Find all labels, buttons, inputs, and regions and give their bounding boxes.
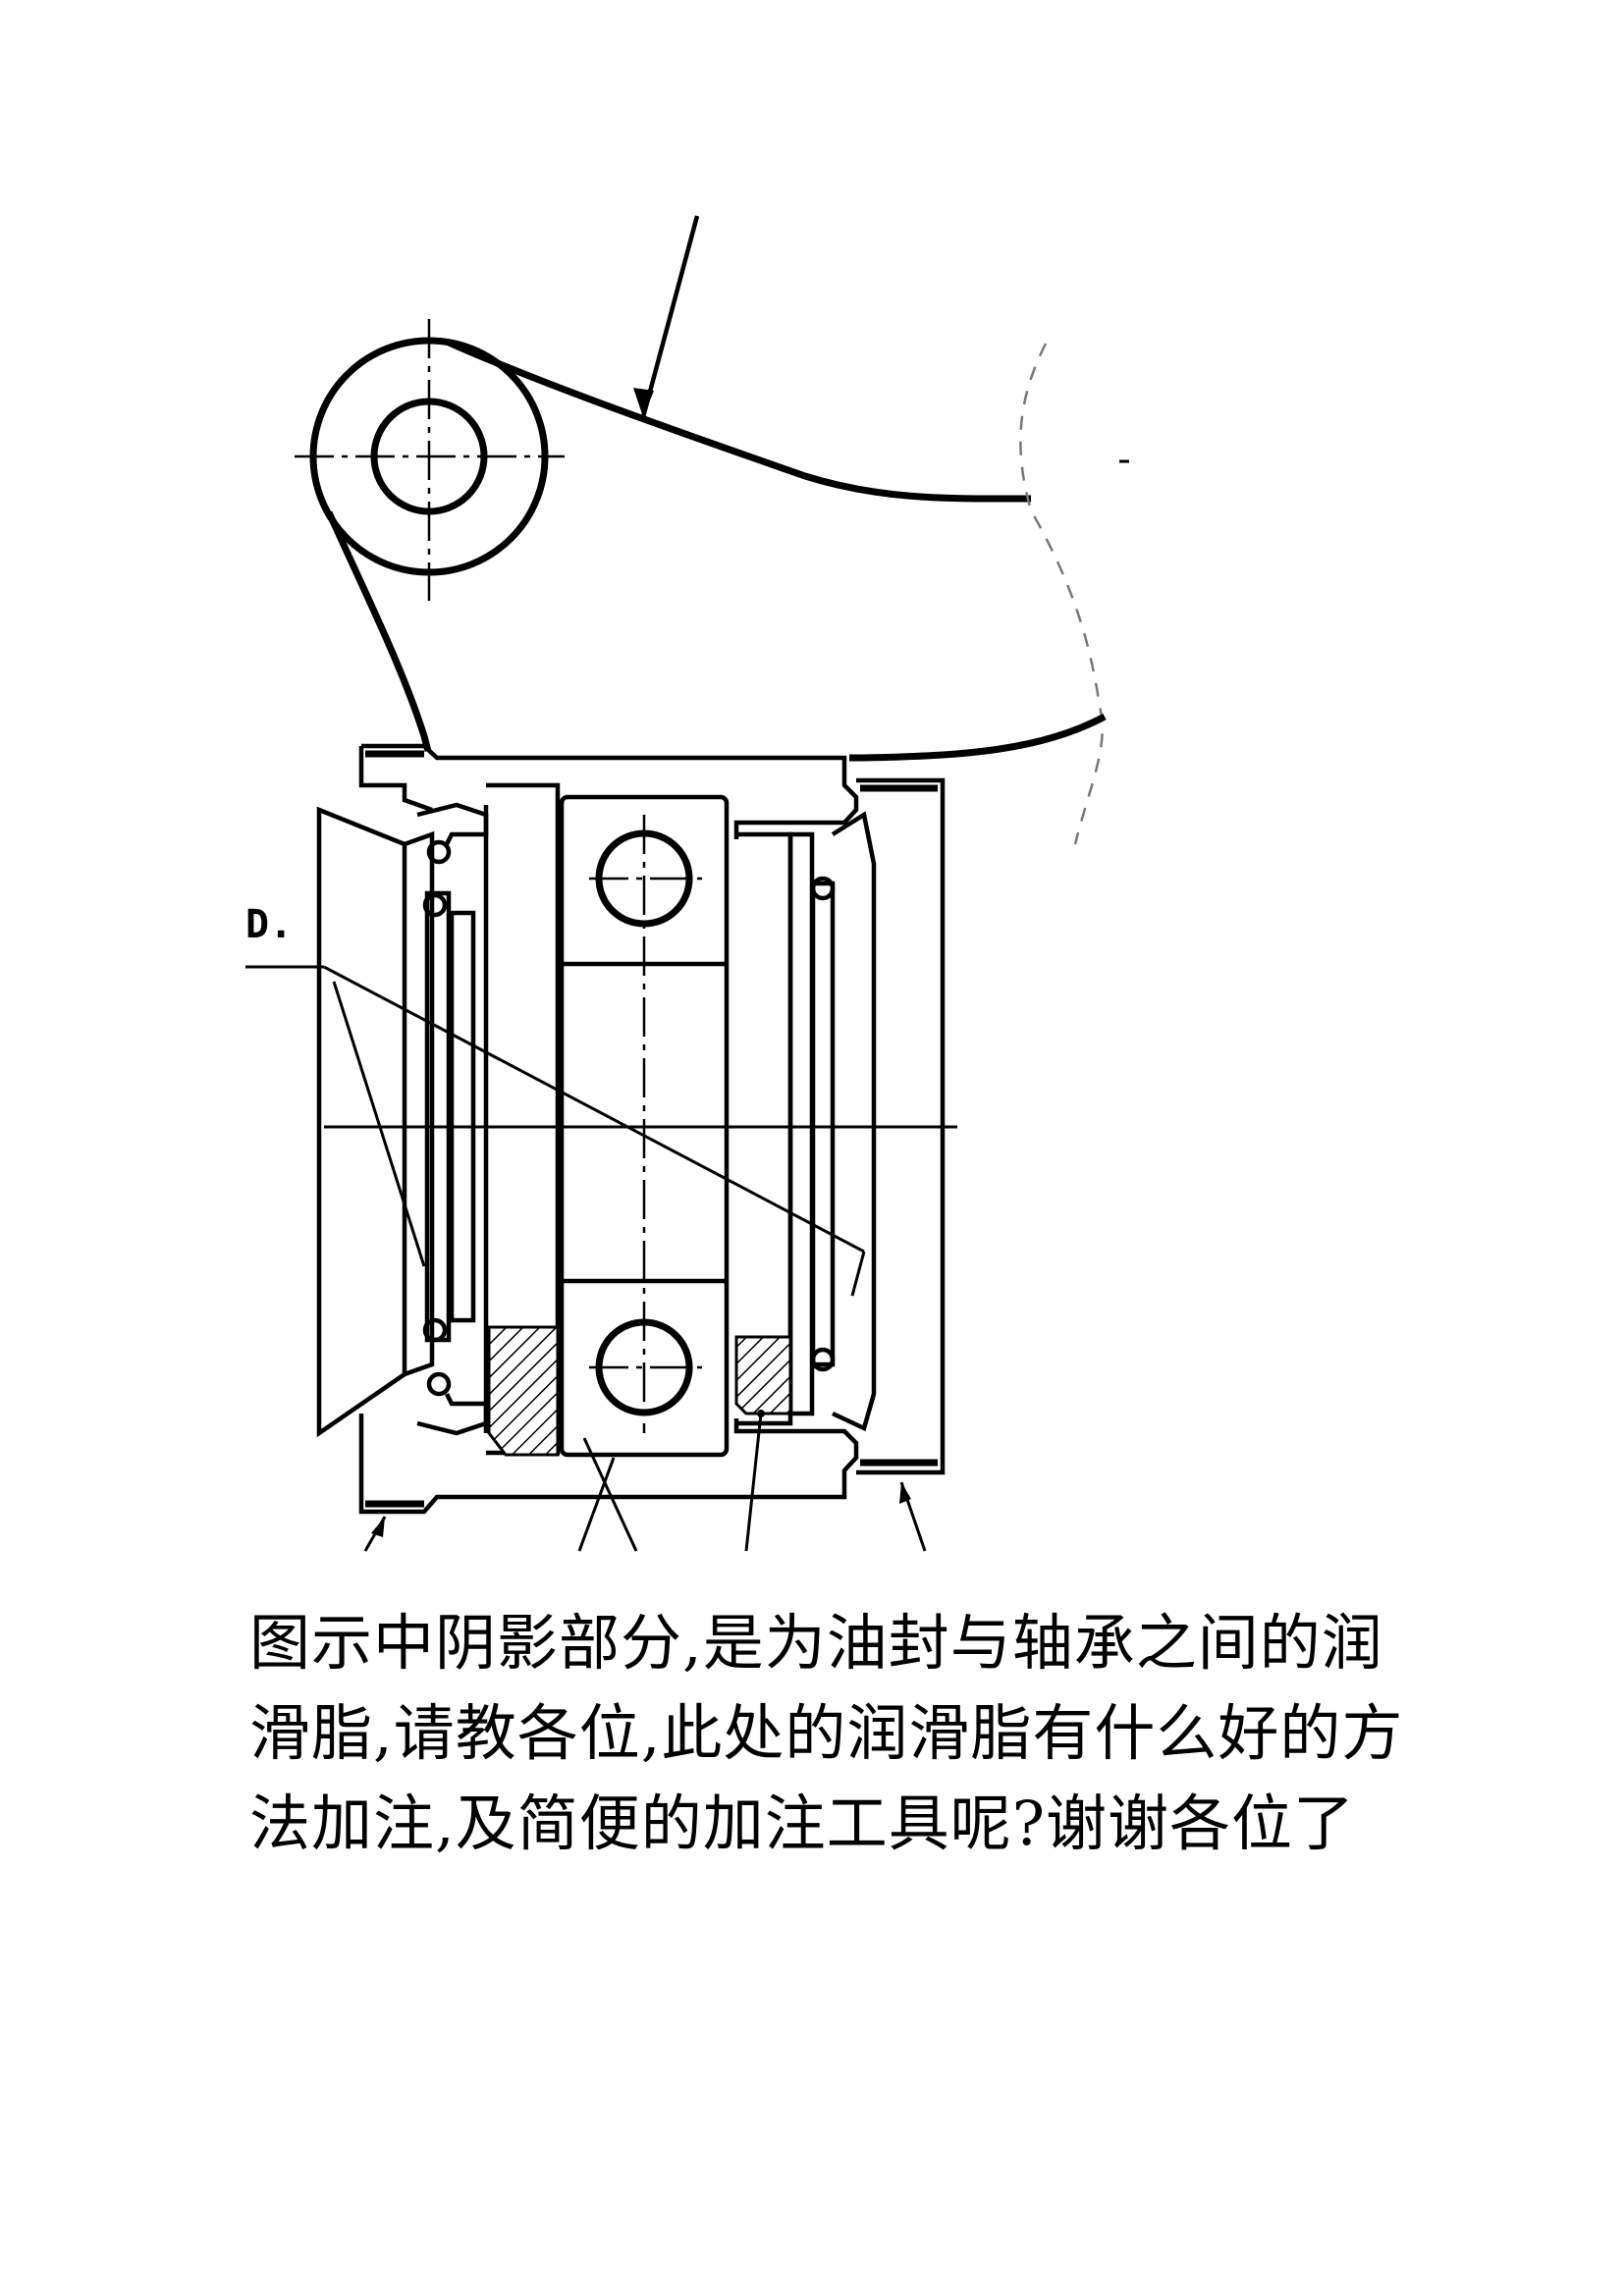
lever-arm [295, 319, 1129, 845]
caption-text: 图示中阴影部分,是为油封与轴承之间的润 滑脂,请教各位,此处的润滑脂有什么好的方… [249, 1598, 1404, 1869]
caption-line-1: 图示中阴影部分,是为油封与轴承之间的润 [249, 1607, 1383, 1679]
partial-label: D. [245, 902, 293, 947]
lever-arm-lower-edge [325, 510, 432, 752]
grease-area-right [734, 1335, 792, 1415]
right-spacer [736, 811, 877, 1432]
left-bushing [316, 802, 489, 1438]
bearing-assembly-drawing: D. [245, 215, 1129, 1552]
lever-arm-upper-edge [445, 338, 1032, 503]
leader-arrow-top [633, 215, 700, 418]
leader-lines [245, 965, 927, 1552]
housing [358, 743, 946, 1515]
lever-arm-right-edge [849, 713, 1107, 762]
grease-hatched-areas [487, 1325, 792, 1457]
caption-line-2: 滑脂,请教各位,此处的润滑脂有什么好的方 [249, 1697, 1404, 1769]
caption-line-3: 法加注,及简便的加注工具呢?谢谢各位了 [249, 1788, 1355, 1859]
lever-break-line [1019, 343, 1104, 845]
grease-area-left [487, 1325, 560, 1457]
